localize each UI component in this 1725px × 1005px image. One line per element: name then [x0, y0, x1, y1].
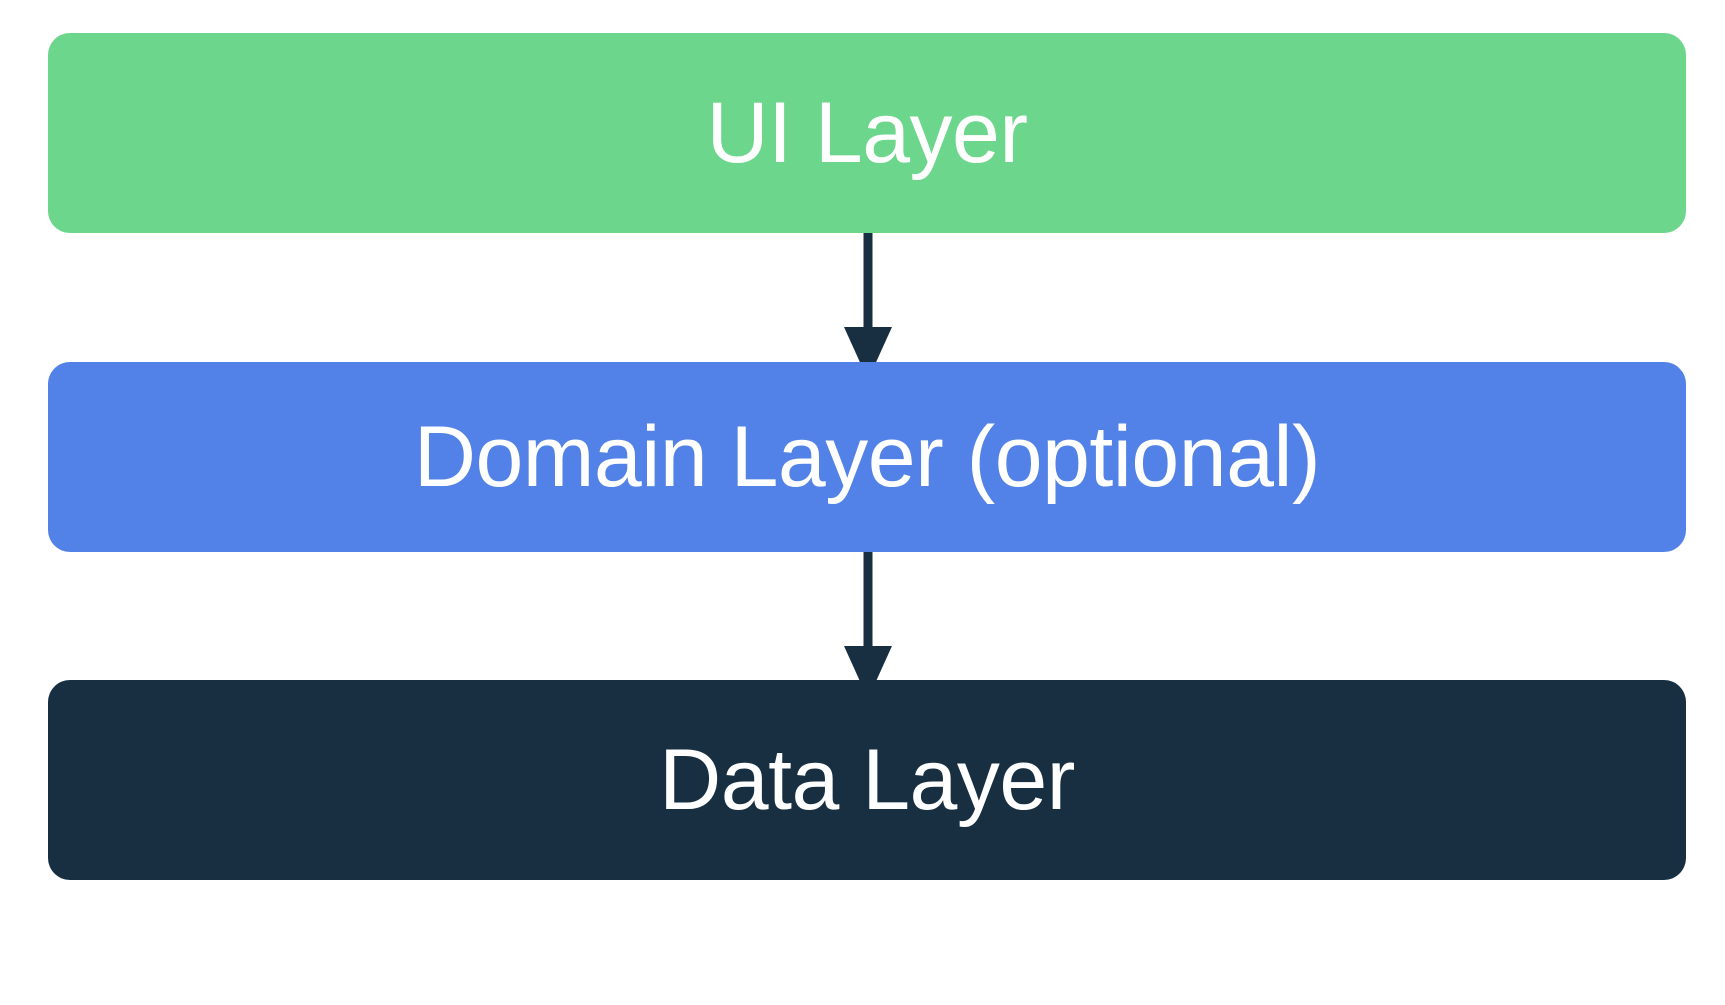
layer-label-data: Data Layer [659, 732, 1075, 828]
layer-label-ui: UI Layer [706, 85, 1028, 181]
layer-box-data[interactable]: Data Layer [48, 680, 1686, 880]
arrow-down-icon-domain-to-data [842, 552, 894, 700]
layer-box-domain[interactable]: Domain Layer (optional) [48, 362, 1686, 552]
layer-label-domain: Domain Layer (optional) [413, 409, 1321, 505]
arrow-down-icon [844, 552, 892, 699]
layer-box-ui[interactable]: UI Layer [48, 33, 1686, 233]
arrow-down-icon-ui-to-domain [842, 233, 894, 381]
arrow-down-icon [844, 233, 892, 380]
